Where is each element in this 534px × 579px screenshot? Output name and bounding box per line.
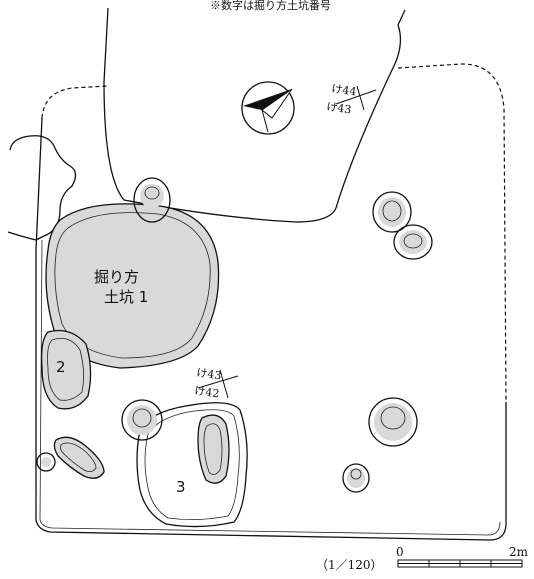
posthole-top-pit1 (133, 177, 171, 223)
pit-2: 2 (40, 329, 92, 410)
north-arrow (241, 81, 295, 135)
posthole-right-small (342, 463, 370, 493)
posthole-small-left (36, 452, 56, 472)
posthole-pit3-left (121, 399, 163, 441)
grid-label-lower-a: け43 (196, 366, 223, 382)
scale-bar: （1／120） 0 2m (316, 545, 529, 572)
pit-3-inner-elongated (197, 414, 230, 484)
header-note: ※数字は掘り方土坑番号 (210, 0, 331, 12)
disturbance-left (7, 135, 77, 241)
posthole-right-upper (372, 191, 412, 233)
scale-ratio: （1／120） (316, 558, 383, 572)
boundary-dashed-right (397, 63, 507, 401)
posthole-right-lower (368, 397, 418, 447)
pit-1: 掘り方 土坑 1 (45, 203, 220, 369)
scale-start-label: 0 (396, 545, 404, 559)
grid-label-lower-b: け42 (194, 384, 221, 400)
grid-label-upper-a: け44 (331, 82, 358, 98)
pit-1-label-line1: 掘り方 (94, 268, 139, 286)
excavation-boundary (35, 117, 507, 541)
scale-end-label: 2m (509, 545, 529, 559)
grid-label-upper-b: け43 (326, 100, 353, 116)
grid-marker-lower: け43 け42 (194, 366, 239, 400)
posthole-right-middle (393, 224, 433, 260)
pit-1-label-line2: 土坑 1 (104, 288, 148, 306)
pit-2-label: 2 (56, 358, 66, 376)
boundary-dashed-left (41, 85, 109, 119)
pit-small-elongated (53, 436, 105, 479)
grid-marker-upper: け44 け43 (326, 82, 377, 116)
excavation-boundary-inner (39, 239, 501, 536)
pit-3-label: 3 (176, 478, 186, 496)
disturbance-top (103, 7, 406, 223)
pit-3: 3 (136, 402, 248, 528)
